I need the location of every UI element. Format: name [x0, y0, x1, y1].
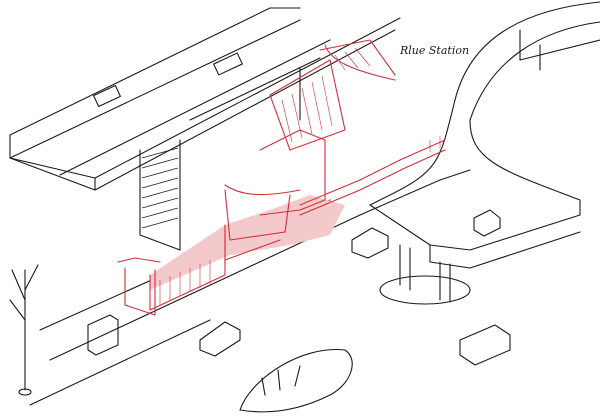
overpass-pillar — [379, 244, 471, 305]
road-edge — [29, 169, 471, 406]
street-car — [199, 209, 511, 366]
elevated-highway — [9, 7, 401, 191]
kiosk — [87, 314, 119, 356]
pillar-shadow — [141, 147, 179, 229]
planter — [239, 349, 353, 413]
highway-pillar — [139, 67, 301, 251]
tree — [9, 264, 39, 396]
highway-car — [93, 52, 243, 108]
temple-gate — [117, 39, 446, 316]
curved-overpass — [369, 1, 600, 269]
station-annotation: Rlue Station — [399, 44, 469, 57]
gate-roof-hatch — [159, 47, 441, 305]
